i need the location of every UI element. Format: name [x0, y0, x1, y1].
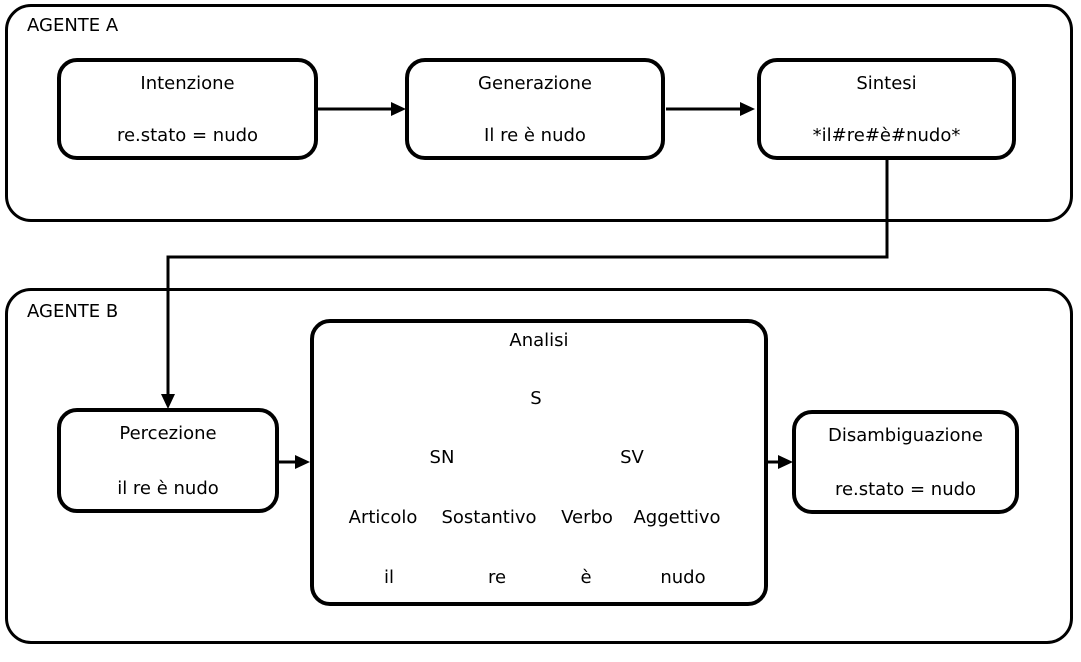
disambiguazione-title: Disambiguazione	[827, 425, 984, 446]
tree-node-aggettivo: Aggettivo	[633, 507, 721, 528]
arrow-generazione-sintesi	[666, 102, 755, 116]
intenzione-value: re.stato = nudo	[116, 125, 259, 146]
generazione-title: Generazione	[478, 73, 592, 94]
arrow-intenzione-generazione	[318, 102, 406, 116]
disambiguazione-box: Disambiguazione re.stato = nudo	[792, 410, 1019, 514]
tree-leaf-re: re	[487, 567, 507, 588]
generazione-box: Generazione Il re è nudo	[405, 58, 665, 160]
arrow-head-icon	[391, 102, 406, 116]
sintesi-value: *il#re#è#nudo*	[812, 125, 961, 146]
analisi-title: Analisi	[509, 330, 569, 351]
percezione-value: il re è nudo	[117, 478, 219, 499]
arrow-sintesi-percezione	[161, 159, 889, 409]
sintesi-box: Sintesi *il#re#è#nudo*	[757, 58, 1016, 160]
tree-leaf-e: è	[580, 567, 592, 588]
percezione-title: Percezione	[119, 423, 217, 444]
tree-node-sn: SN	[429, 447, 455, 468]
intenzione-title: Intenzione	[140, 73, 235, 94]
tree-leaf-il: il	[383, 567, 395, 588]
tree-node-verbo: Verbo	[561, 507, 613, 528]
agent-b-container	[5, 288, 1073, 644]
agent-a-container	[5, 4, 1073, 222]
arrow-analisi-disambiguazione	[768, 455, 793, 469]
agent-a-label: AGENTE A	[27, 15, 119, 36]
sintesi-title: Sintesi	[856, 73, 917, 94]
arrow-percezione-analisi	[279, 455, 310, 469]
disambiguazione-value: re.stato = nudo	[834, 479, 977, 500]
tree-node-sostantivo: Sostantivo	[441, 507, 537, 528]
tree-leaf-nudo: nudo	[660, 567, 706, 588]
arrow-head-icon	[295, 455, 310, 469]
tree-node-articolo: Articolo	[348, 507, 418, 528]
generazione-value: Il re è nudo	[484, 125, 586, 146]
agent-b-label: AGENTE B	[27, 301, 119, 322]
tree-node-sv: SV	[620, 447, 644, 468]
analisi-box: Analisi	[310, 319, 768, 606]
arrow-head-icon	[740, 102, 755, 116]
arrow-head-icon	[161, 394, 175, 409]
tree-node-s: S	[530, 388, 542, 409]
percezione-box: Percezione il re è nudo	[57, 408, 279, 513]
arrow-head-icon	[778, 455, 793, 469]
intenzione-box: Intenzione re.stato = nudo	[57, 58, 318, 160]
